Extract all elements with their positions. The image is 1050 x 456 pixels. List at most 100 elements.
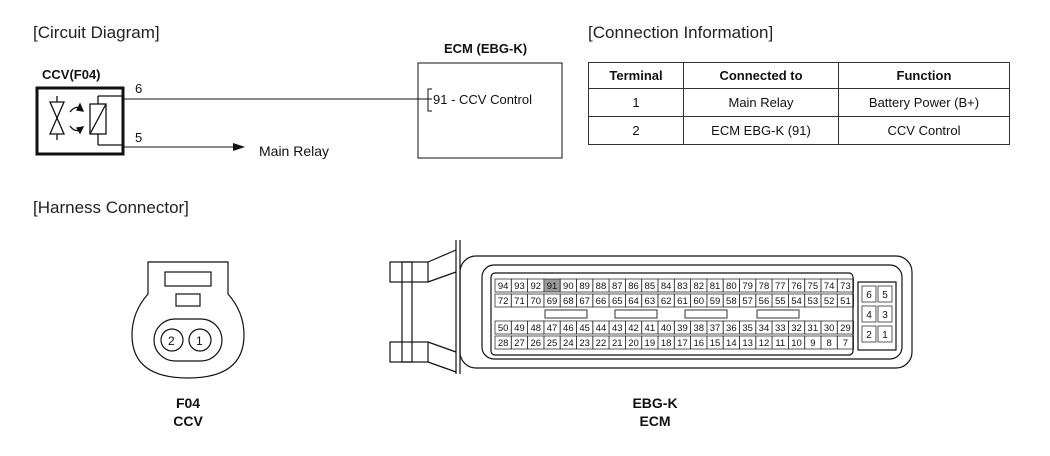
ecm-pin-number: 30	[824, 323, 835, 334]
ecm-pin-number: 58	[726, 296, 737, 307]
ecm-pin-number: 24	[563, 338, 574, 349]
pin-6-label: 6	[135, 81, 142, 96]
ecm-pin-number: 28	[498, 338, 509, 349]
ecm-pin-number: 61	[677, 296, 688, 307]
ecm-small-pin-cell	[861, 325, 877, 343]
ecm-pin-number: 43	[612, 323, 623, 334]
ecm-pin-number: 73	[840, 281, 851, 292]
ecm-pin-number: 54	[791, 296, 802, 307]
f04-label: F04	[176, 395, 200, 411]
ecm-pin-number: 94	[498, 281, 509, 292]
ecm-box	[417, 62, 563, 159]
ecm-pin-number: 64	[628, 296, 639, 307]
ecm-pin-cell	[836, 293, 854, 308]
header-terminal: Terminal	[588, 62, 684, 89]
ecm-pin-number: 11	[775, 338, 785, 349]
ecm-pin-number: 9	[810, 338, 815, 349]
ecm-pin-number: 14	[726, 338, 737, 349]
ecm-small-pin-number: 1	[882, 330, 888, 341]
ecm-pin-number: 17	[677, 338, 688, 349]
f04-sub-label: CCV	[173, 413, 203, 429]
ecm-pin-number: 12	[759, 338, 770, 349]
ecm-pin-number: 32	[791, 323, 802, 334]
ecm-pin-number: 38	[693, 323, 704, 334]
ecm-pin-number: 81	[710, 281, 721, 292]
ccv-label: CCV(F04)	[42, 67, 101, 82]
ecm-pin-number: 36	[726, 323, 737, 334]
ecm-pin-number: 76	[791, 281, 802, 292]
ecm-small-pin-number: 5	[882, 290, 888, 301]
ecm-pin-number: 84	[661, 281, 672, 292]
ecm-pin-number: 8	[827, 338, 832, 349]
cell-connected-to: Main Relay	[683, 88, 839, 117]
ecm-pin-number: 91	[547, 281, 558, 292]
ecm-pin-number: 77	[775, 281, 786, 292]
ecm-pin-number: 22	[596, 338, 607, 349]
main-relay-label: Main Relay	[259, 143, 329, 159]
ecm-pin-number: 16	[693, 338, 704, 349]
ecm-key-slot	[756, 309, 800, 319]
ecm-pin-cell	[836, 278, 854, 293]
ecm-pin-number: 87	[612, 281, 623, 292]
ecm-pin-number: 92	[530, 281, 541, 292]
table-row: 1 Main Relay Battery Power (B+)	[588, 88, 1010, 117]
ecm-pin-number: 13	[742, 338, 753, 349]
ecm-pin-number: 82	[693, 281, 704, 292]
ecm-small-pin-cell	[877, 305, 893, 323]
ccv-component-box	[35, 86, 125, 156]
ecm-key-slot	[614, 309, 658, 319]
ecm-connector-sub-label: ECM	[639, 413, 670, 429]
ecm-pin-number: 78	[759, 281, 770, 292]
ecm-pin-number: 50	[498, 323, 509, 334]
ecm-pin-number: 25	[547, 338, 558, 349]
ecm-pin-number: 18	[661, 338, 672, 349]
ecm-small-pin-number: 4	[866, 310, 872, 321]
ecm-pin-number: 63	[645, 296, 656, 307]
ecm-pin-number: 90	[563, 281, 574, 292]
ecm-pin-number: 70	[530, 296, 541, 307]
ecm-small-pin-cell	[861, 305, 877, 323]
ecm-pin-number: 26	[530, 338, 541, 349]
ecm-pin-number: 74	[824, 281, 835, 292]
ecm-pin-bracket	[427, 88, 432, 112]
ecm-pin-number: 31	[808, 323, 819, 334]
ecm-pin-number: 88	[596, 281, 607, 292]
ecm-pin-number: 35	[742, 323, 753, 334]
ecm-pin-number: 57	[742, 296, 753, 307]
pin-5-label: 5	[135, 130, 142, 145]
ecm-pin-number: 46	[563, 323, 574, 334]
ecm-connector	[389, 240, 913, 374]
ecm-pin-number: 89	[579, 281, 590, 292]
harness-connector-title: [Harness Connector]	[33, 198, 189, 217]
ecm-pin-number: 55	[775, 296, 786, 307]
ecm-pin-number: 34	[759, 323, 770, 334]
ecm-pin-number: 15	[710, 338, 721, 349]
ecm-pin-number: 49	[514, 323, 525, 334]
ecm-pin-cell	[836, 335, 854, 350]
ecm-pin-number: 42	[628, 323, 639, 334]
ecm-pin-number: 79	[742, 281, 753, 292]
ecm-pin-number: 19	[645, 338, 656, 349]
connection-table: Terminal Connected to Function 1 Main Re…	[588, 62, 1010, 145]
ecm-small-pin-number: 6	[866, 290, 872, 301]
ecm-pin-number: 83	[677, 281, 688, 292]
ecm-pin-number: 53	[808, 296, 819, 307]
ecm-pin-number: 47	[547, 323, 558, 334]
f04-pin-2: 2	[168, 334, 175, 348]
ecm-pin-number: 33	[775, 323, 786, 334]
ecm-pin-number: 21	[612, 338, 623, 349]
cell-terminal: 1	[588, 88, 684, 117]
ecm-pin-number: 37	[710, 323, 721, 334]
ecm-pin-number: 10	[791, 338, 802, 349]
cell-terminal: 2	[588, 116, 684, 145]
connection-info-title: [Connection Information]	[588, 23, 774, 42]
ecm-pin-number: 69	[547, 296, 558, 307]
header-connected-to: Connected to	[683, 62, 839, 89]
ecm-pin-number: 29	[840, 323, 851, 334]
ecm-pin-number: 39	[677, 323, 688, 334]
ecm-pin-number: 72	[498, 296, 509, 307]
ecm-pin-number: 68	[563, 296, 574, 307]
ecm-pin-number: 45	[579, 323, 590, 334]
ecm-pin-number: 86	[628, 281, 639, 292]
ecm-pin-number: 52	[824, 296, 835, 307]
